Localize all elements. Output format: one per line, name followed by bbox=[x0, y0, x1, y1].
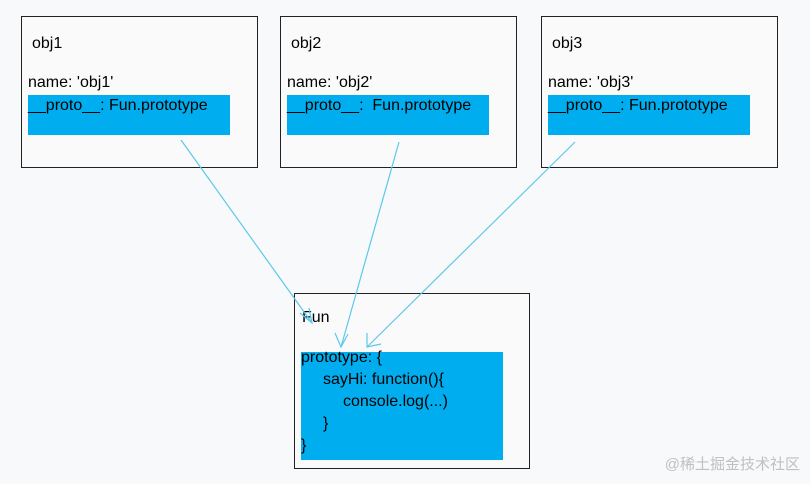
obj2-proto-highlight bbox=[287, 95, 489, 135]
obj3-proto-highlight bbox=[548, 95, 750, 135]
obj3-name-line: name: 'obj3' bbox=[548, 74, 634, 91]
fun-code-line: } bbox=[323, 415, 329, 432]
obj1-proto-line: __proto__: Fun.prototype bbox=[28, 97, 208, 114]
fun-code-line: sayHi: function(){ bbox=[323, 371, 444, 388]
obj1-box: obj1 name: 'obj1' __proto__: Fun.prototy… bbox=[21, 16, 258, 168]
fun-code-line: console.log(...) bbox=[343, 393, 448, 410]
obj3-title: obj3 bbox=[552, 35, 583, 52]
obj1-proto-highlight bbox=[28, 95, 230, 135]
fun-title: Fun bbox=[302, 309, 330, 326]
fun-prototype-highlight bbox=[301, 352, 503, 460]
watermark: @稀土掘金技术社区 bbox=[664, 456, 800, 473]
obj1-name-line: name: 'obj1' bbox=[28, 74, 114, 91]
obj3-proto-line: __proto__: Fun.prototype bbox=[548, 97, 728, 114]
obj2-name-line: name: 'obj2' bbox=[287, 74, 373, 91]
obj1-title: obj1 bbox=[32, 35, 63, 52]
fun-code-line: prototype: { bbox=[301, 349, 382, 366]
obj2-proto-line: __proto__: Fun.prototype bbox=[287, 97, 472, 114]
obj3-box: obj3 name: 'obj3' __proto__: Fun.prototy… bbox=[541, 16, 778, 168]
fun-box: Fun prototype: { sayHi: function(){ cons… bbox=[294, 293, 530, 469]
fun-code-line: } bbox=[301, 437, 307, 454]
obj2-box: obj2 name: 'obj2' __proto__: Fun.prototy… bbox=[280, 16, 517, 168]
obj2-title: obj2 bbox=[291, 35, 322, 52]
